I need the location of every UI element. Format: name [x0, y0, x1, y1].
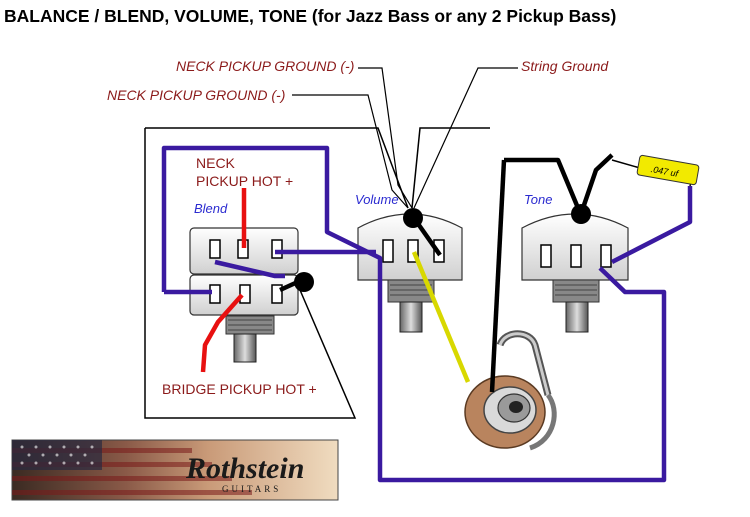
volume-pot-label: Volume [355, 192, 399, 207]
output-jack [464, 330, 557, 451]
capacitor-label: .047 uf [650, 164, 680, 179]
rothstein-logo: Rothstein GUITARS [11, 439, 339, 501]
logo-name: Rothstein [185, 452, 304, 485]
neck-pickup-ground-label-2: NECK PICKUP GROUND (-) [107, 87, 285, 103]
bridge-pickup-hot-label: BRIDGE PICKUP HOT + [162, 381, 317, 397]
yellow-wire [411, 251, 471, 383]
diagram-title: BALANCE / BLEND, VOLUME, TONE (for Jazz … [4, 6, 617, 26]
label-leader-lines [292, 67, 518, 209]
volume-pot [357, 213, 463, 333]
red-wires [200, 188, 247, 373]
neck-pickup-hot-label-line1: NECK [196, 155, 236, 171]
blue-wires [161, 145, 693, 483]
capacitor: .047 uf [611, 154, 700, 187]
logo-subtitle: GUITARS [222, 484, 281, 494]
tone-pot-label: Tone [524, 192, 552, 207]
neck-pickup-ground-label-1: NECK PICKUP GROUND (-) [176, 58, 354, 74]
blend-pot-label: Blend [194, 201, 228, 216]
ground-wire-outer [144, 127, 490, 419]
tone-pot [521, 213, 629, 333]
string-ground-label: String Ground [521, 58, 609, 74]
solder-joints [294, 204, 591, 292]
neck-pickup-hot-label-line2: PICKUP HOT + [196, 173, 293, 189]
